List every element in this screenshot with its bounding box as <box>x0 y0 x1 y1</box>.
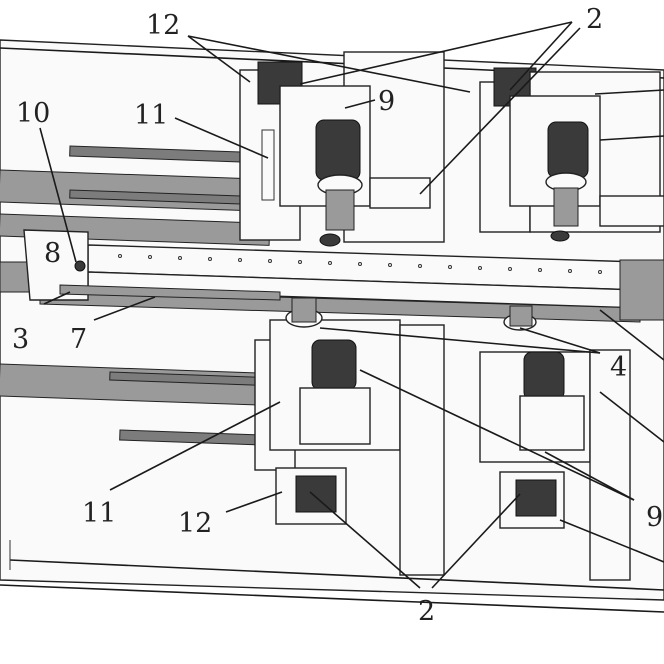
label-12-bottom: 12 <box>178 508 212 539</box>
label-12-top: 12 <box>146 10 180 41</box>
part-labels: 12 2 9 10 11 8 3 7 4 11 12 9 2 <box>12 4 663 627</box>
label-11-top: 11 <box>134 100 168 131</box>
label-4: 4 <box>610 352 627 383</box>
label-11-bottom: 11 <box>82 498 116 529</box>
center-beam <box>23 229 664 323</box>
label-9-top: 9 <box>378 86 395 117</box>
label-10: 10 <box>16 98 50 129</box>
label-2-bottom: 2 <box>418 596 435 627</box>
drill-unit-bottom-left <box>254 297 445 576</box>
label-7: 7 <box>70 324 87 355</box>
drill-unit-bottom-right <box>479 305 631 581</box>
label-3: 3 <box>12 324 29 355</box>
drill-unit-top-right <box>479 67 664 242</box>
leader-lines <box>39 21 664 589</box>
label-9-bottom: 9 <box>646 502 663 533</box>
label-8: 8 <box>44 238 61 269</box>
label-2-top: 2 <box>586 4 603 35</box>
